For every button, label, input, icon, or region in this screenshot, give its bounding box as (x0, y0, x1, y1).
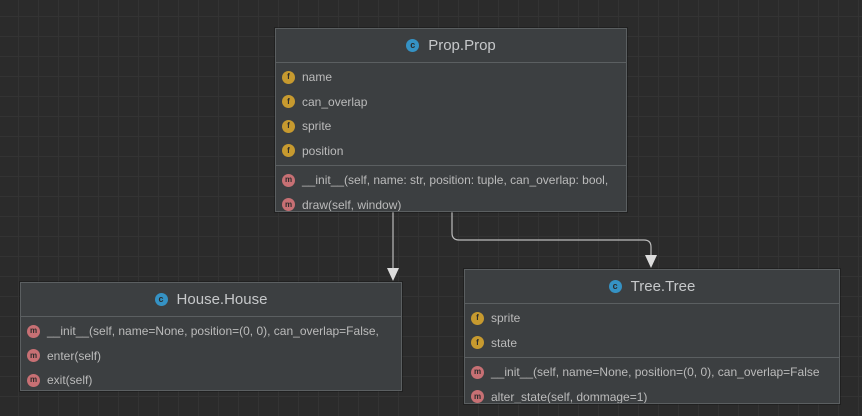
method-row[interactable]: m draw(self, window) (276, 193, 626, 212)
field-name: sprite (302, 119, 332, 134)
edge-tree-to-prop (451, 212, 652, 258)
method-row[interactable]: m __init__(self, name: str, position: tu… (276, 168, 626, 193)
field-icon: f (282, 95, 295, 109)
edge-house-arrowhead (387, 268, 399, 281)
method-icon: m (471, 365, 484, 379)
methods-section: m __init__(self, name: str, position: tu… (276, 166, 626, 212)
field-row[interactable]: f name (276, 65, 626, 90)
class-title: Prop.Prop (428, 37, 496, 54)
class-title: House.House (176, 291, 268, 308)
field-row[interactable]: f sprite (276, 114, 626, 139)
class-node-prop[interactable]: c Prop.Prop f name f can_overlap f sprit… (275, 28, 627, 212)
class-icon: c (154, 293, 168, 306)
edge-tree-arrowhead (645, 255, 657, 268)
method-row[interactable]: m enter(self) (21, 344, 401, 369)
class-header: c Prop.Prop (276, 29, 626, 63)
class-title: Tree.Tree (630, 278, 696, 295)
field-row[interactable]: f sprite (465, 306, 839, 331)
field-icon: f (282, 119, 295, 133)
class-node-house[interactable]: c House.House m __init__(self, name=None… (20, 282, 402, 391)
field-name: state (491, 335, 518, 350)
methods-section: m __init__(self, name=None, position=(0,… (21, 317, 401, 390)
method-row[interactable]: m exit(self) (21, 368, 401, 390)
method-signature: __init__(self, name=None, position=(0, 0… (491, 365, 820, 380)
fields-section: f name f can_overlap f sprite f position (276, 63, 626, 166)
field-row[interactable]: f can_overlap (276, 90, 626, 115)
methods-section: m __init__(self, name=None, position=(0,… (465, 358, 839, 404)
method-icon: m (27, 373, 40, 387)
method-signature: draw(self, window) (302, 197, 402, 212)
field-name: can_overlap (302, 94, 368, 109)
method-row[interactable]: m alter_state(self, dommage=1) (465, 385, 839, 404)
class-icon: c (406, 39, 420, 52)
method-icon: m (282, 198, 295, 211)
method-icon: m (27, 349, 40, 363)
field-row[interactable]: f state (465, 331, 839, 356)
method-signature: alter_state(self, dommage=1) (491, 389, 648, 404)
field-icon: f (282, 144, 295, 158)
method-signature: __init__(self, name=None, position=(0, 0… (47, 324, 379, 339)
class-node-tree[interactable]: c Tree.Tree f sprite f state m __init__(… (464, 269, 840, 404)
field-icon: f (471, 336, 484, 350)
method-signature: __init__(self, name: str, position: tupl… (302, 173, 609, 188)
field-name: sprite (491, 311, 521, 326)
method-icon: m (27, 324, 40, 338)
field-name: name (302, 70, 333, 85)
field-icon: f (282, 70, 295, 84)
fields-section: f sprite f state (465, 304, 839, 358)
class-icon: c (608, 280, 622, 293)
method-row[interactable]: m __init__(self, name=None, position=(0,… (465, 360, 839, 385)
method-icon: m (282, 173, 295, 187)
method-signature: exit(self) (47, 373, 93, 388)
method-row[interactable]: m __init__(self, name=None, position=(0,… (21, 319, 401, 344)
class-header: c House.House (21, 283, 401, 317)
class-header: c Tree.Tree (465, 270, 839, 304)
field-icon: f (471, 311, 484, 325)
method-signature: enter(self) (47, 348, 102, 363)
method-icon: m (471, 390, 484, 403)
field-name: position (302, 143, 344, 158)
field-row[interactable]: f position (276, 139, 626, 164)
